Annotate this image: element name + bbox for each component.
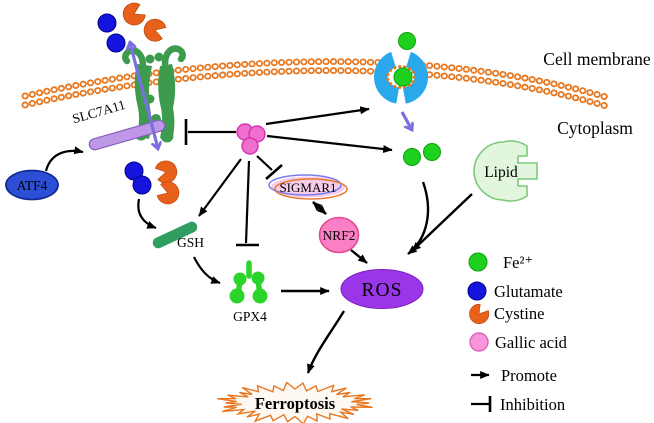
gallic-inhibit-gpx4 [236,160,259,247]
gallic-acid-circle-icon [469,332,489,352]
gallic-promote-fe2-arrow [266,134,393,153]
legend: Fe²⁺ Glutamate Cystine Gallic acid Promo… [465,252,568,414]
gsh-node [152,221,198,249]
gallic-inhibit-slc7a11 [184,119,236,145]
gsh-label: GSH [177,235,204,250]
cystine-blob-icon [465,301,493,328]
atf4-promote-slc7a11-arrow [44,146,84,172]
legend-label-glutamate: Glutamate [494,282,563,301]
gpx4-node [229,260,268,304]
ferroptosis-burst [217,381,373,423]
slc7a11-label: SLC7A11 [71,97,127,126]
legend-label-gallic-acid: Gallic acid [495,333,568,352]
lipid-node: Lipid [473,140,538,202]
fe2-molecule [393,67,413,87]
ferroptosis-node: Ferroptosis [217,381,373,423]
inhibition-bar-icon [471,396,492,412]
legend-label-cystine: Cystine [494,304,544,323]
sigmar1-label: SIGMAR1 [279,180,336,195]
nrf2-label: NRF2 [322,228,355,243]
cystine-molecule [155,179,182,207]
cytoplasm-label: Cytoplasm [557,118,633,138]
cystine-molecule [118,0,149,30]
fe2-molecule [423,143,441,161]
sigmar1-node: SIGMAR1 [268,174,348,200]
fe2-promote-ros-arrow [407,181,430,255]
gallic-acid-cluster [236,123,266,155]
gpx4-label: GPX4 [233,309,267,324]
sigmar1-nrf2-double-arrow [312,201,327,215]
ros-label: ROS [362,280,403,301]
ros-promote-ferroptosis-arrow [306,310,346,374]
gsh-promote-gpx4-arrow [193,256,221,285]
glutamate-molecule [106,33,126,53]
cytosolic-glutamate-cystine [124,158,182,207]
nrf2-node: NRF2 [318,216,360,254]
legend-label-inhibition: Inhibition [500,395,565,414]
cytosolic-fe2-pair [403,143,441,166]
transport-exchange-arrow [130,42,158,149]
glutamate-molecule [97,13,117,33]
glutamate-circle-icon [467,281,487,301]
fe2-circle-icon [468,252,488,272]
channel-import-arrow [400,111,412,130]
lipid-promote-ros-arrow [411,193,473,252]
atf4-node: ATF4 [5,169,59,201]
atf4-label: ATF4 [17,178,48,193]
nrf2-promote-ros-arrow [350,249,368,264]
gallic-promote-iron-channel-arrow [265,106,370,126]
cystine-promote-gsh-arrow [137,198,157,230]
cystine-molecule [141,16,168,44]
lipid-label: Lipid [484,164,518,181]
fe2-molecule [403,148,421,166]
cystine-molecule [153,158,180,186]
legend-label-promote: Promote [501,366,557,385]
extracellular-glutamate-cystine [97,0,168,53]
fe2-molecule [398,32,416,50]
cell-membrane-label: Cell membrane [543,49,651,69]
glutamate-molecule [132,175,152,195]
ros-node: ROS [340,269,424,309]
legend-label-fe2: Fe²⁺ [503,253,533,272]
cell-membrane-bilayer [21,58,610,110]
gallic-inhibit-sigmar1 [256,155,283,180]
gallic-promote-gsh-arrow [198,158,242,217]
ferroptosis-label: Ferroptosis [255,394,336,413]
iron-channel [374,32,428,105]
